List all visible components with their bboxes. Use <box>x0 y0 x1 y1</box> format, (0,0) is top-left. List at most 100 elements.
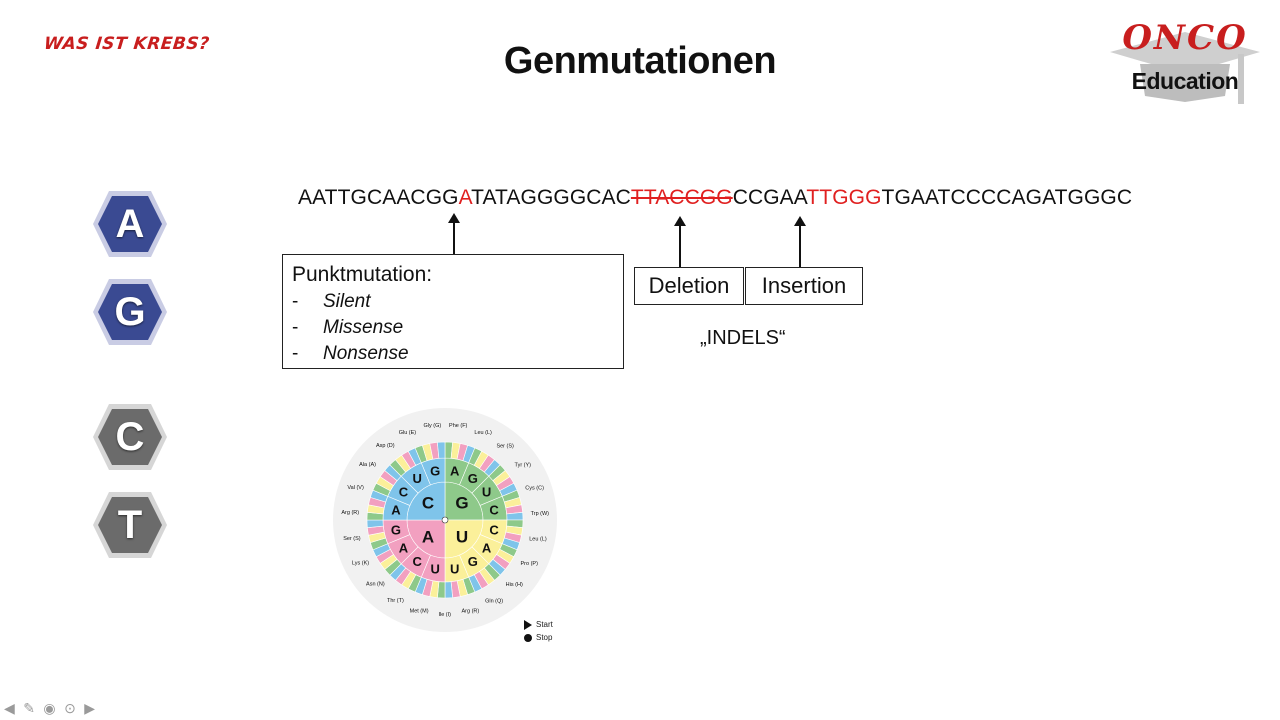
wheel-middle-letter: G <box>468 554 478 569</box>
amino-acid-label: Thr (T) <box>387 598 404 604</box>
list-item-text: Silent <box>323 291 371 312</box>
deleted-bases: TTACCGG <box>630 186 733 209</box>
point-mutation-title: Punktmutation: <box>292 263 433 286</box>
nucleotide-hex-a: A <box>91 188 169 260</box>
wheel-middle-letter: A <box>399 540 409 555</box>
list-item: -Missense <box>292 317 404 338</box>
wheel-outer-sector <box>366 519 384 528</box>
amino-acid-label: Leu (L) <box>529 537 547 543</box>
deletion-label: Deletion <box>634 267 744 305</box>
amino-acid-label: Leu (L) <box>474 430 492 436</box>
wheel-middle-letter: U <box>413 471 422 486</box>
list-item-text: Nonsense <box>323 343 409 364</box>
previous-icon[interactable]: ◀ <box>4 700 15 716</box>
list-item: -Silent <box>292 291 371 312</box>
amino-acid-label: Ser (S) <box>496 443 514 449</box>
wheel-center-dot <box>441 516 449 524</box>
legend-start: Start <box>524 618 553 631</box>
wheel-middle-letter: U <box>482 485 491 500</box>
wheel-middle-letter: A <box>482 540 492 555</box>
wheel-inner-letter: G <box>455 494 468 513</box>
amino-acid-label: His (H) <box>506 582 523 588</box>
amino-acid-label: Ile (I) <box>438 612 451 618</box>
hexagon-icon <box>93 492 167 558</box>
play-icon <box>524 619 532 630</box>
wheel-inner-letter: C <box>422 494 434 513</box>
slide-nav: ◀ ✎ ◉ ⊙ ▶ <box>4 700 99 718</box>
amino-acid-label: Tyr (Y) <box>515 462 532 468</box>
wheel-middle-letter: U <box>450 562 459 577</box>
nucleotide-letter: A <box>115 202 145 246</box>
amino-acid-label: Arg (R) <box>461 609 479 615</box>
amino-acid-label: Asn (N) <box>366 582 385 588</box>
nucleotide-letter: C <box>115 415 145 459</box>
slides-icon[interactable]: ◉ <box>43 700 56 716</box>
nucleotide-hex-c: C <box>91 401 169 473</box>
point-mutation-box: Punktmutation: -Silent -Missense -Nonsen… <box>282 254 624 369</box>
codon-legend: Start Stop <box>524 618 553 644</box>
amino-acid-label: Gln (Q) <box>485 598 503 604</box>
amino-acid-label: Val (V) <box>347 485 364 491</box>
amino-acid-label: Arg (R) <box>341 510 359 516</box>
logo-text-onco: ONCO <box>1122 18 1248 58</box>
wheel-inner-letter: U <box>456 527 468 546</box>
logo-text-education: Education <box>1131 68 1239 94</box>
page-title: Genmutationen <box>503 40 777 82</box>
legend-stop: Stop <box>524 631 553 644</box>
wheel-middle-letter: G <box>430 463 440 478</box>
graduation-cap-icon <box>1110 32 1260 104</box>
nucleotide-hex-t: T <box>91 489 169 561</box>
inserted-bases: TTGGG <box>806 186 882 209</box>
arrow-up-icon <box>674 216 686 267</box>
arrow-up-icon <box>794 216 806 267</box>
amino-acid-label: Glu (E) <box>399 430 417 436</box>
insertion-label: Insertion <box>745 267 863 305</box>
wheel-outer-sector <box>437 441 446 459</box>
dna-sequence: AATTGCAACGGATATAGGGGCACTTACCGGCCGAATTGGG… <box>298 186 1132 210</box>
next-icon[interactable]: ▶ <box>84 700 96 716</box>
onco-education-logo: ONCO Education <box>1110 14 1260 108</box>
wheel-middle-letter: A <box>391 503 401 518</box>
nucleotide-letter: T <box>117 503 143 547</box>
wheel-middle-letter: G <box>468 471 478 486</box>
sequence-segment: AATTGCAACGG <box>298 186 459 209</box>
amino-acid-label: Asp (D) <box>376 443 395 449</box>
stop-dot-icon <box>524 633 532 642</box>
sequence-segment: TATAGGGGCAC <box>471 186 631 209</box>
amino-acid-label: Pro (P) <box>521 561 539 567</box>
sequence-segment: TGAATCCCCAGATGGGC <box>881 186 1133 209</box>
nucleotide-hex-g: G <box>91 276 169 348</box>
hexagon-icon <box>93 279 167 345</box>
wheel-middle-letter: A <box>450 463 460 478</box>
wheel-middle-letter: C <box>489 503 499 518</box>
indels-label: „INDELS“ <box>700 327 786 349</box>
hexagon-icon <box>93 404 167 470</box>
sequence-segment: CCGAA <box>732 186 807 209</box>
wheel-middle-letter: G <box>391 522 401 537</box>
amino-acid-label: Phe (F) <box>449 423 468 429</box>
amino-acid-label: Met (M) <box>410 608 429 614</box>
arrow-up-icon <box>448 213 460 254</box>
wheel-middle-letter: C <box>489 522 499 537</box>
amino-acid-label: Gly (G) <box>423 423 441 429</box>
wheel-middle-letter: C <box>413 554 423 569</box>
hexagon-icon <box>93 191 167 257</box>
more-icon[interactable]: ⊙ <box>64 700 76 716</box>
list-item: -Nonsense <box>292 343 409 364</box>
amino-acid-label: Trp (W) <box>531 511 550 517</box>
amino-acid-label: Ser (S) <box>343 536 361 542</box>
amino-acid-label: Lys (K) <box>352 560 369 566</box>
nucleotide-letter: G <box>114 290 146 334</box>
list-item-text: Missense <box>323 317 404 338</box>
amino-acid-label: Ala (A) <box>359 462 376 468</box>
point-mutation-base: A <box>458 186 472 209</box>
wheel-inner-letter: A <box>422 527 434 546</box>
wheel-outer-sector <box>444 581 453 599</box>
amino-acid-label: Cys (C) <box>525 485 544 491</box>
pen-icon[interactable]: ✎ <box>23 700 35 716</box>
wheel-outer-sector <box>506 512 524 521</box>
wheel-middle-letter: C <box>399 485 409 500</box>
wheel-middle-letter: U <box>431 562 440 577</box>
